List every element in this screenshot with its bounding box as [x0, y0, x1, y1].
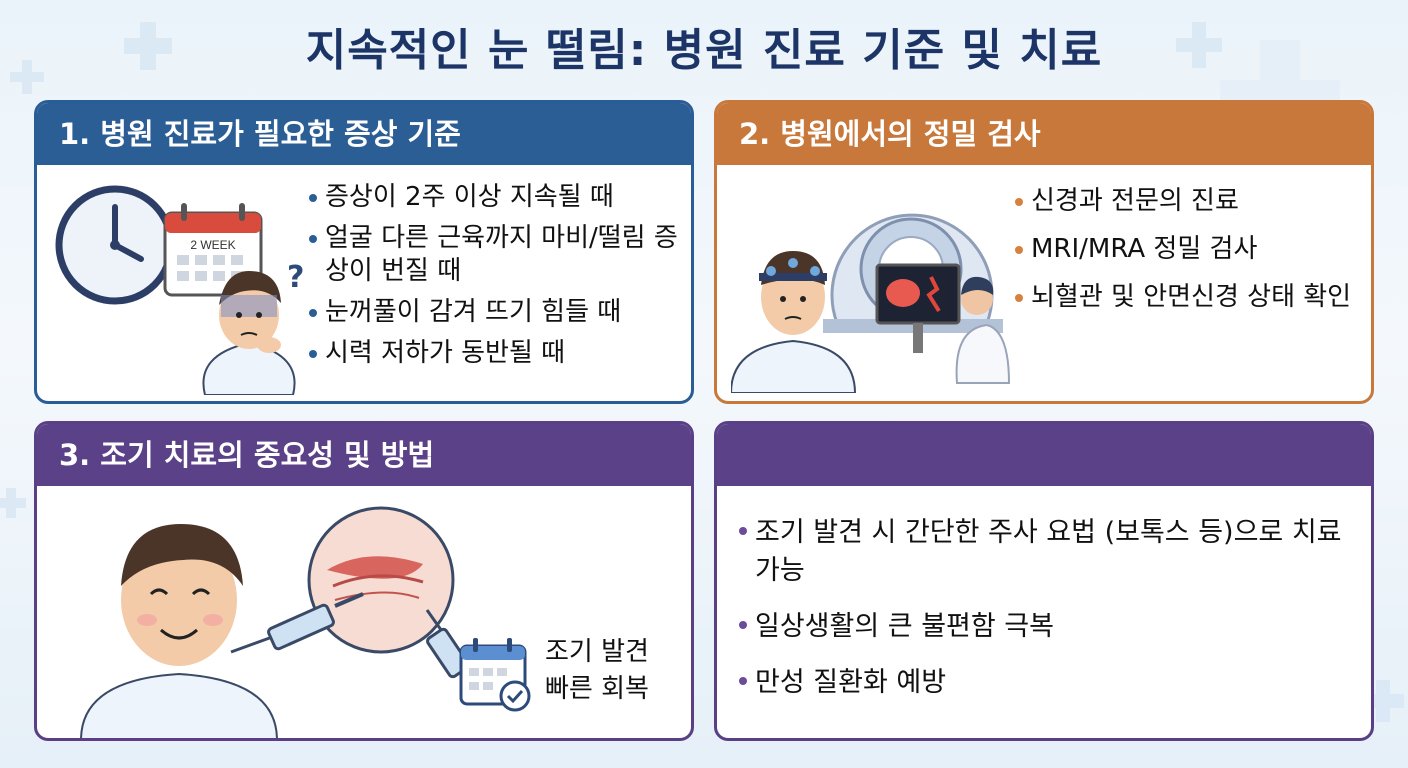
- list-item: 일상생활의 큰 불편함 극복: [737, 608, 1357, 646]
- list-item: 눈꺼풀이 감겨 뜨기 힘들 때: [307, 296, 687, 329]
- syringe-icon: [230, 592, 470, 679]
- panel-heading: 3. 조기 치료의 중요성 및 방법: [37, 424, 691, 486]
- list-item: MRI/MRA 정밀 검사: [1013, 233, 1363, 266]
- worried-person-illustration: 2 WEEK ?: [55, 185, 304, 395]
- panel-symptom-criteria: 1. 병원 진료가 필요한 증상 기준 2 WEEK ?: [34, 100, 694, 404]
- clock-icon: [55, 185, 175, 305]
- list-item: 만성 질환화 예방: [737, 664, 1357, 702]
- panel-treatment-benefits: 조기 발견 시 간단한 주사 요법 (보톡스 등)으로 치료 가능 일상생활의 …: [714, 421, 1374, 741]
- question-mark: ?: [287, 260, 304, 295]
- list-item: 신경과 전문의 진료: [1013, 185, 1363, 218]
- panel-heading: 2. 병원에서의 정밀 검사: [717, 103, 1371, 165]
- panel-early-treatment: 3. 조기 치료의 중요성 및 방법: [34, 421, 694, 741]
- doctor: [955, 276, 1011, 384]
- note-line: 빠른 회복: [545, 674, 649, 704]
- list-item: 뇌혈관 및 안면신경 상태 확인: [1013, 281, 1363, 314]
- eye-muscle-closeup: [307, 506, 455, 654]
- monitor-icon: [875, 263, 961, 353]
- panel-heading: 1. 병원 진료가 필요한 증상 기준: [37, 103, 691, 165]
- injection-illustration: [80, 506, 470, 738]
- panel-hospital-exam: 2. 병원에서의 정밀 검사: [714, 100, 1374, 404]
- smiling-person: [80, 524, 278, 738]
- early-detection-note: 조기 발견 빠른 회복: [545, 634, 649, 708]
- calendar-label: 2 WEEK: [190, 238, 235, 252]
- page-title: 지속적인 눈 떨림: 병원 진료 기준 및 치료: [305, 25, 1103, 76]
- list-item: 시력 저하가 동반될 때: [307, 337, 687, 370]
- panel-heading: [717, 424, 1371, 486]
- benefit-list: 조기 발견 시 간단한 주사 요법 (보톡스 등)으로 치료 가능 일상생활의 …: [737, 514, 1357, 720]
- patient: [731, 251, 857, 393]
- exam-list: 신경과 전문의 진료 MRI/MRA 정밀 검사 뇌혈관 및 안면신경 상태 확…: [1013, 185, 1363, 329]
- list-item: 조기 발견 시 간단한 주사 요법 (보톡스 등)으로 치료 가능: [737, 514, 1357, 590]
- worried-person: [202, 271, 296, 395]
- symptom-list: 증상이 2주 이상 지속될 때 얼굴 다른 근육까지 마비/떨림 증상이 번질 …: [307, 181, 687, 378]
- list-item: 증상이 2주 이상 지속될 때: [307, 181, 687, 214]
- mri-exam-illustration: [731, 213, 1011, 393]
- list-item: 얼굴 다른 근육까지 마비/떨림 증상이 번질 때: [307, 222, 687, 288]
- note-line: 조기 발견: [545, 637, 649, 667]
- check-calendar-icon: [459, 638, 531, 712]
